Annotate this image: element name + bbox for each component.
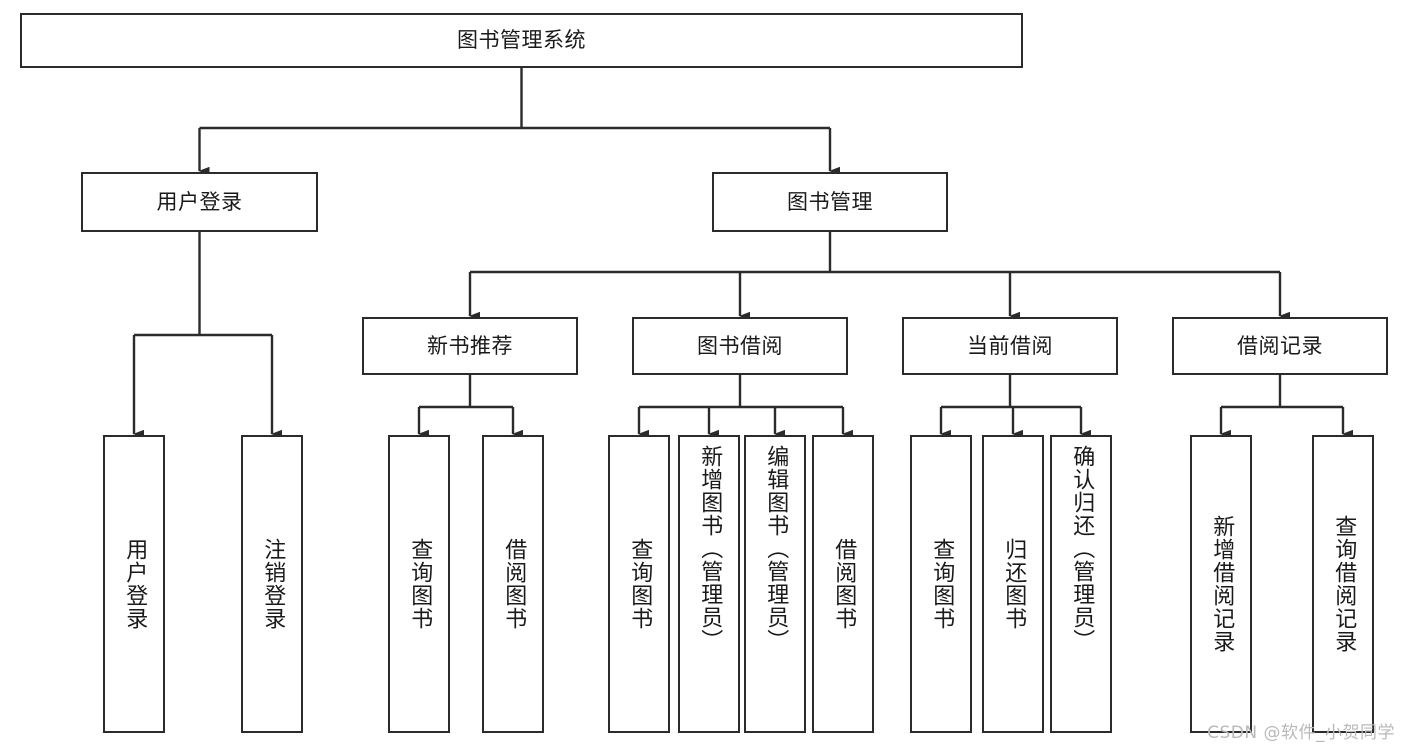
node-l3-cb-confirm[interactable]: 确认归还（管理员） [1050,435,1112,733]
node-label: 图书借阅 [697,333,783,358]
node-label: 新增图书（管理员） [697,445,723,652]
node-label: 查询图书 [929,538,955,630]
node-l3-bb-borrow[interactable]: 借阅图书 [812,435,874,733]
node-label: 查询图书 [627,538,653,630]
node-label: 用户登录 [156,189,243,214]
node-l3-user-login[interactable]: 用户登录 [103,435,165,733]
node-label: 新书推荐 [427,333,513,358]
node-label: 归还图书 [1001,538,1027,630]
node-l3-user-logout[interactable]: 注销登录 [241,435,303,733]
node-label: 图书管理 [787,189,873,214]
node-label: 当前借阅 [967,333,1053,358]
node-label: 图书管理系统 [457,28,586,53]
node-l1-book-mgmt[interactable]: 图书管理 [712,172,948,232]
node-label: 确认归还（管理员） [1069,445,1095,652]
node-l3-bb-query[interactable]: 查询图书 [608,435,670,733]
node-l3-nb-query[interactable]: 查询图书 [388,435,450,733]
node-l3-cb-query[interactable]: 查询图书 [910,435,972,733]
node-l3-cb-return[interactable]: 归还图书 [982,435,1044,733]
node-l2-borrow[interactable]: 图书借阅 [632,317,848,375]
node-l3-nb-borrow[interactable]: 借阅图书 [482,435,544,733]
node-label: 编辑图书（管理员） [763,445,789,652]
node-l3-rec-add[interactable]: 新增借阅记录 [1190,435,1252,733]
node-label: 借阅图书 [831,538,857,630]
node-label: 借阅图书 [501,538,527,630]
node-label: 注销登录 [260,538,286,630]
node-label: 用户登录 [122,538,148,630]
node-label: 查询借阅记录 [1331,515,1357,653]
node-label: 查询图书 [407,538,433,630]
node-l3-bb-add[interactable]: 新增图书（管理员） [678,435,740,733]
node-root[interactable]: 图书管理系统 [20,13,1023,68]
node-label: 新增借阅记录 [1209,515,1235,653]
node-label: 借阅记录 [1237,333,1323,358]
node-l3-rec-query[interactable]: 查询借阅记录 [1312,435,1374,733]
node-l1-user-login[interactable]: 用户登录 [81,172,318,232]
node-l2-new-books[interactable]: 新书推荐 [362,317,578,375]
node-l2-current[interactable]: 当前借阅 [902,317,1118,375]
node-l3-bb-edit[interactable]: 编辑图书（管理员） [744,435,806,733]
node-l2-records[interactable]: 借阅记录 [1172,317,1388,375]
